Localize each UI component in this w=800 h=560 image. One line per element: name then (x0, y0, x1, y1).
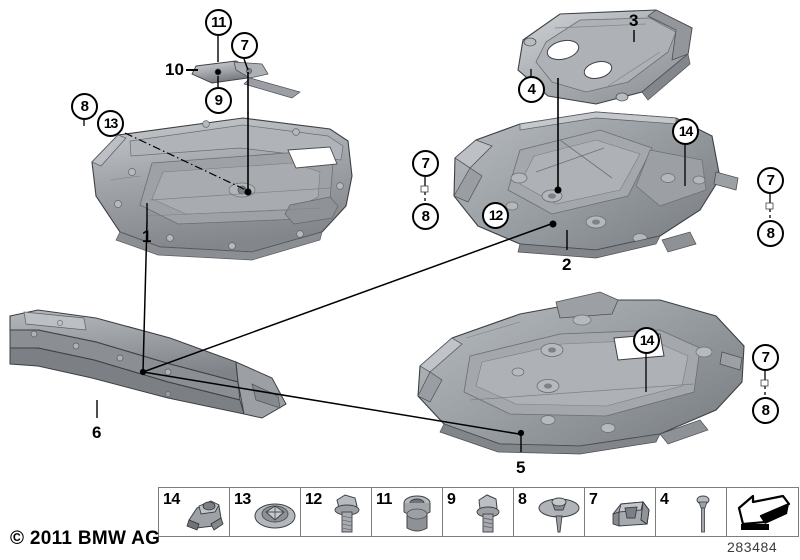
part-2-underbody-panelling (453, 111, 739, 259)
callout-9[interactable]: 9 (205, 87, 232, 114)
push-pin-icon (538, 497, 580, 533)
legend-cell-4[interactable]: 4 (656, 488, 727, 536)
legend-number-13: 13 (234, 491, 251, 508)
legend-cell-11[interactable]: 11 (372, 488, 443, 536)
part-6-air-duct (9, 309, 287, 419)
callout-7-part1-right[interactable]: 7 (412, 150, 439, 177)
legend-number-7: 7 (589, 491, 598, 508)
callout-7-bracket[interactable]: 7 (231, 32, 258, 59)
fastener-legend: 14 13 12 (158, 487, 799, 537)
legend-cell-12[interactable]: 12 (301, 488, 372, 536)
legend-cell-13[interactable]: 13 (230, 488, 301, 536)
callout-8-part5[interactable]: 8 (752, 397, 779, 424)
callout-11[interactable]: 11 (205, 9, 232, 36)
spring-clip-icon (186, 500, 224, 531)
legend-cell-8[interactable]: 8 (514, 488, 585, 536)
legend-number-4: 4 (660, 491, 669, 508)
copyright-text: © 2011 BMW AG (10, 528, 161, 549)
part-label-1: 1 (142, 227, 152, 246)
part-label-5: 5 (516, 458, 526, 477)
legend-cell-9[interactable]: 9 (443, 488, 514, 536)
legend-cell-7[interactable]: 7 (585, 488, 656, 536)
hex-flange-bolt-icon (334, 494, 360, 533)
legend-number-14: 14 (163, 491, 180, 508)
rivet-pin-icon (696, 495, 710, 533)
callout-12[interactable]: 12 (482, 202, 509, 229)
callout-8-part1[interactable]: 8 (71, 93, 98, 120)
legend-number-9: 9 (447, 491, 456, 508)
callout-4[interactable]: 4 (518, 76, 545, 103)
part-3-heat-insulation-plate (517, 9, 693, 105)
expanding-nut-icon (254, 503, 296, 529)
callout-14-part2[interactable]: 14 (672, 118, 699, 145)
part-5-engine-shielding-rear (417, 291, 745, 455)
legend-cell-14[interactable]: 14 (159, 488, 230, 536)
part-label-10: 10 (165, 60, 184, 79)
part-label-3: 3 (629, 11, 639, 30)
callout-7-part5[interactable]: 7 (752, 344, 779, 371)
legend-number-11: 11 (376, 491, 392, 508)
callout-8-part1-right[interactable]: 8 (412, 203, 439, 230)
callout-7-part2[interactable]: 7 (757, 167, 784, 194)
legend-cell-direction-arrow[interactable] (727, 488, 798, 536)
legend-number-8: 8 (518, 491, 527, 508)
direction-arrow-icon (737, 494, 791, 530)
diagram-number: 283484 (727, 539, 778, 555)
hex-bolt-icon (476, 494, 500, 533)
callout-14-part5[interactable]: 14 (633, 327, 660, 354)
callout-8-part2[interactable]: 8 (757, 220, 784, 247)
part-label-2: 2 (562, 255, 572, 274)
legend-number-12: 12 (305, 491, 322, 508)
grommet-icon (403, 495, 431, 532)
callout-13[interactable]: 13 (97, 110, 124, 137)
cage-nut-clip-icon (612, 500, 650, 527)
part-label-6: 6 (92, 423, 102, 442)
part-1-engine-shielding-front (91, 117, 353, 261)
